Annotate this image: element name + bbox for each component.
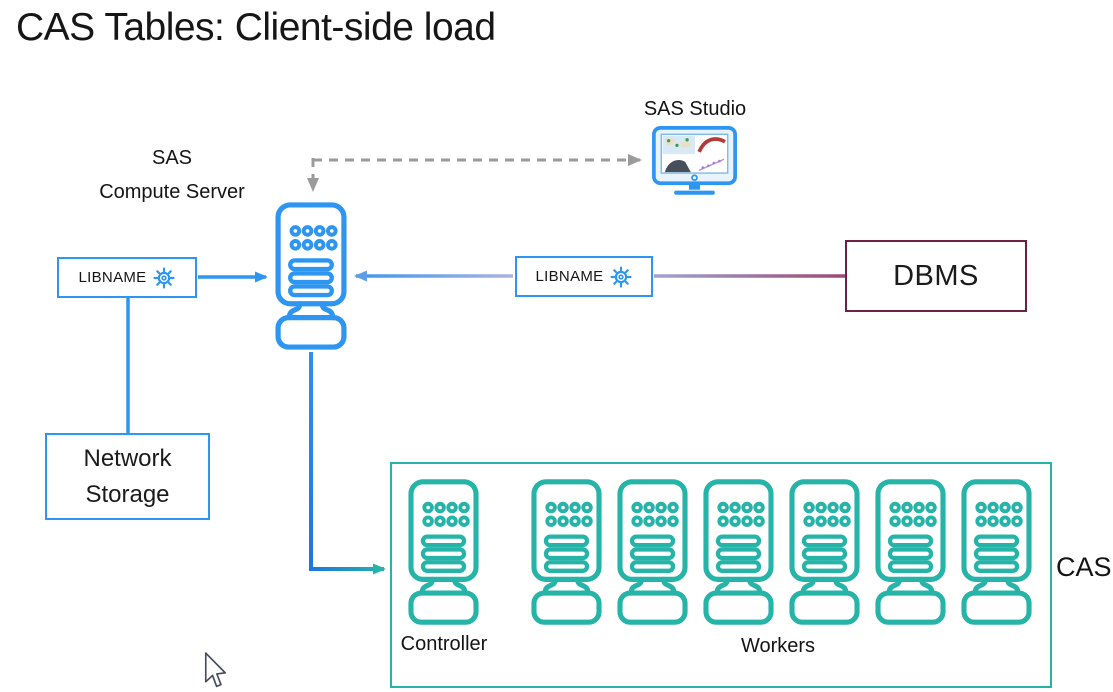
cas-worker-icon [700,477,777,627]
cas-cluster-box [390,462,1052,688]
compute-server-label: SAS Compute Server [76,141,268,209]
cas-worker-icon [614,477,691,627]
gear-icon [153,266,176,289]
libname-dbms-box: LIBNAME [515,256,653,297]
compute-server-label-line2: Compute Server [99,181,245,203]
libname-compute-box: LIBNAME [57,257,197,298]
compute-server-label-line1: SAS [151,147,193,169]
mouse-cursor [204,652,227,688]
dbms-label: DBMS [893,259,979,292]
cas-worker-icon [786,477,863,627]
cas-worker-icon [872,477,949,627]
workers-row [528,477,1035,627]
libname-dbms-label: LIBNAME [535,268,604,285]
cas-worker-icon [958,477,1035,627]
libname-compute-label: LIBNAME [78,269,147,286]
sas-studio-label: SAS Studio [643,98,747,120]
workers-label: Workers [740,635,816,657]
monitor-icon [652,126,737,195]
network-storage-label-line2: Storage [85,480,170,508]
page-title: CAS Tables: Client-side load [16,6,496,49]
cas-worker-icon [528,477,605,627]
dbms-box: DBMS [845,240,1027,312]
gear-icon [610,265,633,288]
network-storage-box: Network Storage [45,433,210,520]
compute-server-icon [272,200,350,352]
network-storage-label-line1: Network [83,444,172,472]
cas-label: CAS [1056,552,1112,582]
mini-ribbon-chart [697,137,726,153]
controller-label: Controller [400,633,488,655]
cas-controller-icon [405,477,482,627]
mini-area-chart [664,160,691,173]
